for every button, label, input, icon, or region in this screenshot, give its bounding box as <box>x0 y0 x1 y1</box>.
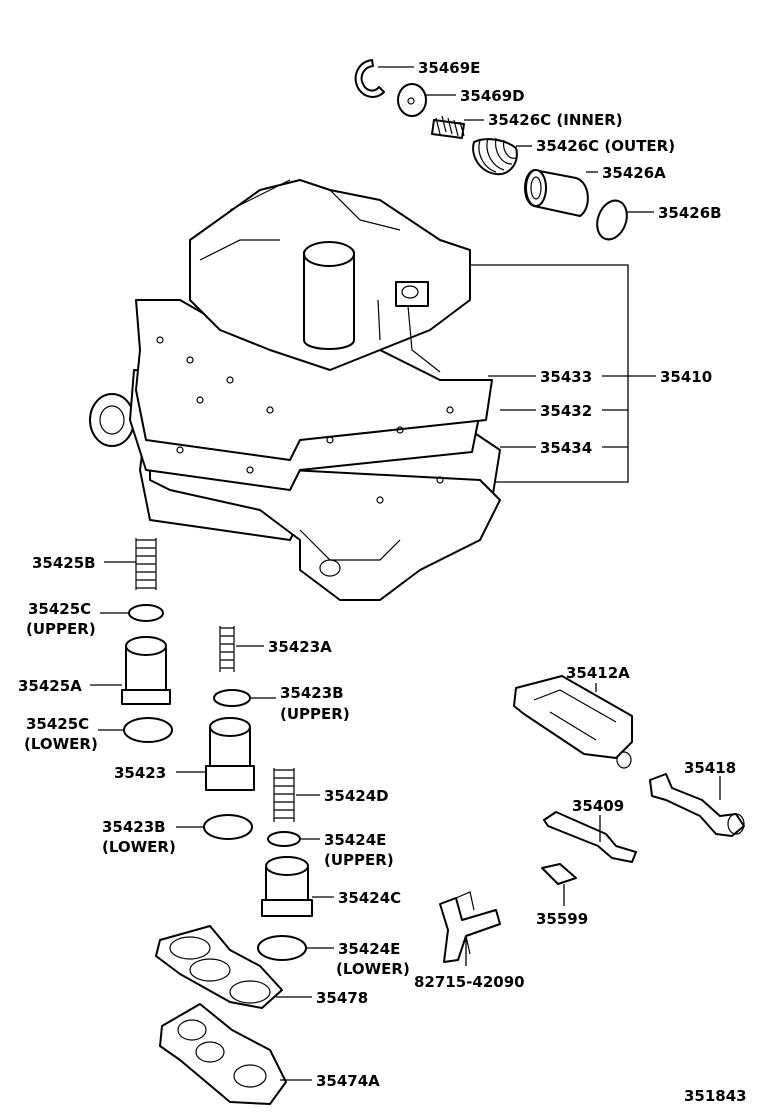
callout-35478: 35478 <box>316 989 368 1007</box>
sleeve-35426A <box>524 169 589 217</box>
valve-35425A <box>121 636 171 705</box>
bracket-82715-42090 <box>439 891 501 963</box>
plate-35409 <box>543 811 637 863</box>
callout-35599: 35599 <box>536 910 588 928</box>
clip-35599 <box>541 863 577 885</box>
callout-35424E-lower: 35424E <box>338 940 400 958</box>
callout-35412A: 35412A <box>566 664 630 682</box>
callout-35426A: 35426A <box>602 164 666 182</box>
callout-35424E-upper: 35424E <box>324 831 386 849</box>
callout-35425C-upper: 35425C <box>28 600 91 618</box>
callout-35418: 35418 <box>684 759 736 777</box>
spring-35425B <box>135 538 157 590</box>
callout-35425B: 35425B <box>32 554 96 572</box>
spring-35424D <box>273 768 295 822</box>
valve-body-assembly <box>89 179 501 601</box>
callout-35424E-upper-note: (UPPER) <box>324 851 394 869</box>
o-ring-35425C-upper <box>128 604 164 622</box>
spring-35423A <box>219 626 235 672</box>
callout-35426C-inner: 35426C (INNER) <box>488 111 623 129</box>
leader-lines <box>90 66 721 1081</box>
gasket-35478 <box>155 925 283 1009</box>
callout-35423B-upper: 35423B <box>280 684 344 702</box>
callout-35425C-upper-note: (UPPER) <box>26 620 96 638</box>
o-ring-35424E-lower <box>257 935 307 961</box>
callout-35434: 35434 <box>540 439 592 457</box>
cover-35474A <box>159 1003 287 1105</box>
callout-35424C: 35424C <box>338 889 401 907</box>
callout-35409: 35409 <box>572 797 624 815</box>
body-35412A <box>513 675 633 769</box>
callout-35425C-lower: 35425C <box>26 715 89 733</box>
callout-35424D: 35424D <box>324 787 389 805</box>
spring-35426C-outer <box>472 137 518 176</box>
callout-35474A: 35474A <box>316 1072 380 1090</box>
snap-ring-35469E <box>354 59 385 98</box>
o-ring-35425C-lower <box>123 717 173 743</box>
valve-35423 <box>205 717 255 791</box>
callout-35423B-lower-note: (LOWER) <box>102 838 176 856</box>
o-ring-35424E-upper <box>267 831 301 847</box>
callout-35424E-lower-note: (LOWER) <box>336 960 410 978</box>
o-ring-35423B-upper <box>213 689 251 707</box>
callout-35426B: 35426B <box>658 204 722 222</box>
callout-35426C-outer: 35426C (OUTER) <box>536 137 675 155</box>
valve-35424C <box>261 856 313 917</box>
callout-35469D: 35469D <box>460 87 525 105</box>
plate-35469D <box>397 83 427 117</box>
callout-35410: 35410 <box>660 368 712 386</box>
o-ring-35426B <box>596 199 628 241</box>
callout-35433: 35433 <box>540 368 592 386</box>
callout-35423B-upper-note: (UPPER) <box>280 705 350 723</box>
callout-35432: 35432 <box>540 402 592 420</box>
callout-35423A: 35423A <box>268 638 332 656</box>
o-ring-35423B-lower <box>203 814 253 840</box>
solenoid-35418 <box>649 773 745 837</box>
spring-35426C-inner <box>431 115 465 139</box>
callout-35423B-lower: 35423B <box>102 818 166 836</box>
callout-35469E: 35469E <box>418 59 480 77</box>
callout-35425A: 35425A <box>18 677 82 695</box>
callout-82715-42090: 82715-42090 <box>414 973 525 991</box>
figure-number: 351843 <box>684 1087 747 1105</box>
callout-35425C-lower-note: (LOWER) <box>24 735 98 753</box>
callout-35423: 35423 <box>114 764 166 782</box>
